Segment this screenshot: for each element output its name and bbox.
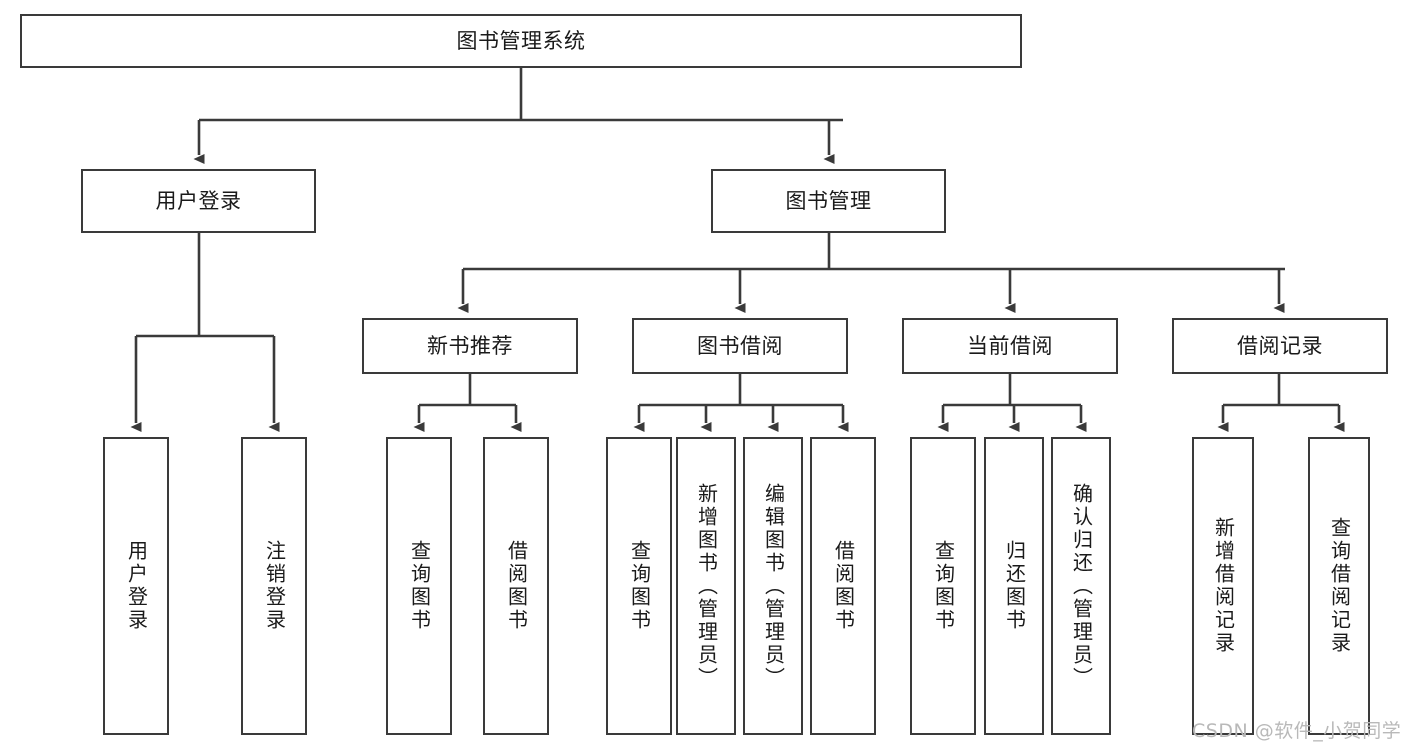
node-current-borrow-label: 当前借阅 — [967, 333, 1053, 358]
node-book-management[interactable]: 图书管理 — [711, 169, 946, 233]
node-leaf-confirm-return-label: 确认归还（管理员） — [1069, 482, 1094, 690]
node-leaf-edit-book[interactable]: 编辑图书（管理员） — [743, 437, 803, 735]
node-leaf-borrow-book-recommend[interactable]: 借阅图书 — [483, 437, 549, 735]
node-leaf-query-book-recommend[interactable]: 查询图书 — [386, 437, 452, 735]
node-book-management-label: 图书管理 — [785, 188, 872, 213]
node-leaf-confirm-return[interactable]: 确认归还（管理员） — [1051, 437, 1111, 735]
node-user-login[interactable]: 用户登录 — [81, 169, 316, 233]
node-leaf-add-borrow-record[interactable]: 新增借阅记录 — [1192, 437, 1254, 735]
node-leaf-query-book-borrow-label: 查询图书 — [627, 540, 652, 632]
node-leaf-user-login-label: 用户登录 — [124, 540, 149, 632]
node-leaf-query-borrow-record[interactable]: 查询借阅记录 — [1308, 437, 1370, 735]
node-leaf-query-book-current[interactable]: 查询图书 — [910, 437, 976, 735]
node-book-borrow-label: 图书借阅 — [697, 333, 783, 358]
node-current-borrow[interactable]: 当前借阅 — [902, 318, 1118, 374]
node-leaf-query-book-recommend-label: 查询图书 — [407, 540, 432, 632]
node-leaf-return-book-label: 归还图书 — [1002, 540, 1027, 632]
node-leaf-user-login[interactable]: 用户登录 — [103, 437, 169, 735]
node-leaf-add-borrow-record-label: 新增借阅记录 — [1211, 517, 1236, 655]
node-leaf-logout-label: 注销登录 — [262, 540, 287, 632]
node-leaf-borrow-book-label: 借阅图书 — [831, 540, 856, 632]
node-leaf-borrow-book-recommend-label: 借阅图书 — [504, 540, 529, 632]
node-user-login-label: 用户登录 — [155, 188, 242, 213]
node-leaf-return-book[interactable]: 归还图书 — [984, 437, 1044, 735]
node-leaf-query-book-current-label: 查询图书 — [931, 540, 956, 632]
node-root-label: 图书管理系统 — [456, 28, 586, 53]
node-new-book-recommend[interactable]: 新书推荐 — [362, 318, 578, 374]
node-leaf-borrow-book[interactable]: 借阅图书 — [810, 437, 876, 735]
node-root[interactable]: 图书管理系统 — [20, 14, 1022, 68]
node-leaf-add-book-label: 新增图书（管理员） — [694, 482, 719, 690]
node-book-borrow[interactable]: 图书借阅 — [632, 318, 848, 374]
node-leaf-add-book[interactable]: 新增图书（管理员） — [676, 437, 736, 735]
node-leaf-logout[interactable]: 注销登录 — [241, 437, 307, 735]
node-new-book-recommend-label: 新书推荐 — [427, 333, 513, 358]
node-leaf-query-borrow-record-label: 查询借阅记录 — [1327, 517, 1352, 655]
node-borrow-record[interactable]: 借阅记录 — [1172, 318, 1388, 374]
node-leaf-query-book-borrow[interactable]: 查询图书 — [606, 437, 672, 735]
node-leaf-edit-book-label: 编辑图书（管理员） — [761, 482, 786, 690]
node-borrow-record-label: 借阅记录 — [1237, 333, 1323, 358]
